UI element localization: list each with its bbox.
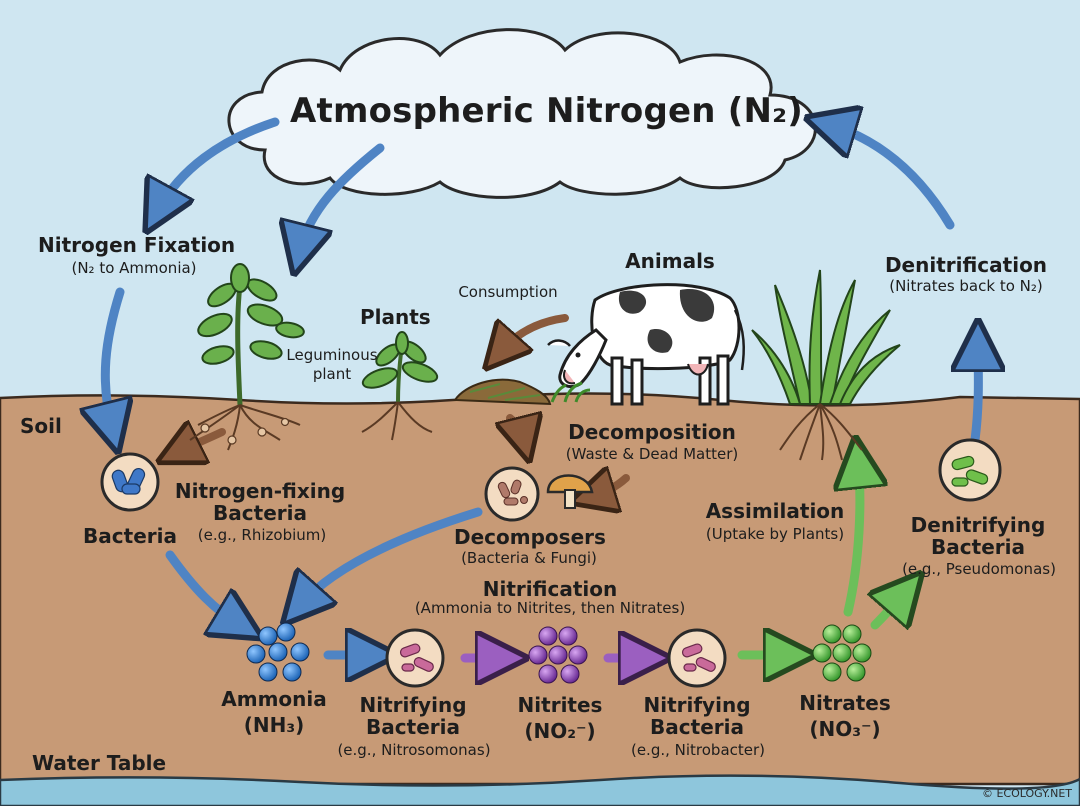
bacteria-label: Bacteria (83, 524, 177, 548)
nitrogen-fixing-example: (e.g., Rhizobium) (197, 526, 327, 544)
water-table-label: Water Table (32, 751, 167, 775)
decomposers-label: Decomposers (454, 525, 606, 549)
dead-matter-icon (453, 378, 552, 406)
leguminous-plant-icon (189, 263, 305, 451)
nitrates-label: Nitrates (799, 691, 891, 715)
nitrogen-fixation-label: Nitrogen Fixation (38, 233, 236, 257)
cow-icon (547, 283, 745, 406)
soil-label: Soil (20, 414, 62, 438)
ammonia-label: Ammonia (221, 687, 327, 711)
nitrifying-example-1: (e.g., Nitrosomonas) (337, 741, 491, 759)
copyright-notice: © ECOLOGY.NET (981, 787, 1072, 800)
denitrification-sublabel: (Nitrates back to N₂) (889, 277, 1043, 295)
nitrifying-bacteria-label-2: Nitrifying Bacteria (643, 693, 751, 739)
nitrogen-fixation-sublabel: (N₂ to Ammonia) (71, 259, 197, 277)
brown-arrows (178, 314, 630, 496)
decomposition-sublabel: (Waste & Dead Matter) (565, 445, 739, 463)
decomposers-sublabel: (Bacteria & Fungi) (461, 549, 597, 567)
nitrites-label: Nitrites (517, 693, 603, 717)
leguminous-plant-label: Leguminous plant (286, 346, 378, 383)
bacteria-icon (100, 452, 160, 512)
nitrifying-bacteria-icon-2 (667, 628, 727, 688)
decomposition-label: Decomposition (568, 420, 736, 444)
assimilation-sublabel: (Uptake by Plants) (705, 525, 845, 543)
nitrifying-bacteria-label-1: Nitrifying Bacteria (359, 693, 467, 739)
denitrifying-bacteria-label: Denitrifying Bacteria (910, 513, 1046, 559)
nitrogen-fixing-bacteria-label: Nitrogen-fixing Bacteria (174, 479, 346, 525)
denitrifying-example: (e.g., Pseudomonas) (902, 560, 1056, 578)
ammonia-molecules (246, 622, 310, 682)
water-table (0, 774, 1080, 806)
animals-label: Animals (625, 249, 715, 273)
plant-icon (361, 331, 439, 441)
nitrite-molecules (528, 626, 588, 684)
blue-arrows (105, 122, 978, 655)
assimilation-label: Assimilation (705, 499, 845, 523)
green-arrows (737, 462, 905, 655)
denitrification-label: Denitrification (884, 253, 1048, 277)
nitrites-formula: (NO₂⁻) (524, 719, 596, 743)
nitrifying-example-2: (e.g., Nitrobacter) (630, 741, 766, 759)
nitrification-sublabel: (Ammonia to Nitrites, then Nitrates) (414, 599, 686, 617)
nitrate-molecules (812, 624, 872, 682)
denitrifying-bacteria-icon (938, 438, 1002, 502)
plants-label: Plants (360, 305, 431, 329)
nitrification-label: Nitrification (482, 577, 618, 601)
nitrates-formula: (NO₃⁻) (809, 717, 881, 741)
consumption-label: Consumption (458, 283, 558, 301)
nitrifying-bacteria-icon-1 (385, 628, 445, 688)
diagram-title: Atmospheric Nitrogen (N₂) (290, 91, 803, 131)
grass-clump-icon (751, 269, 901, 461)
decomposer-bacteria-icon (484, 466, 540, 522)
ammonia-formula: (NH₃) (243, 713, 305, 737)
grass-icon (550, 381, 591, 403)
mushroom-icon (546, 474, 594, 509)
